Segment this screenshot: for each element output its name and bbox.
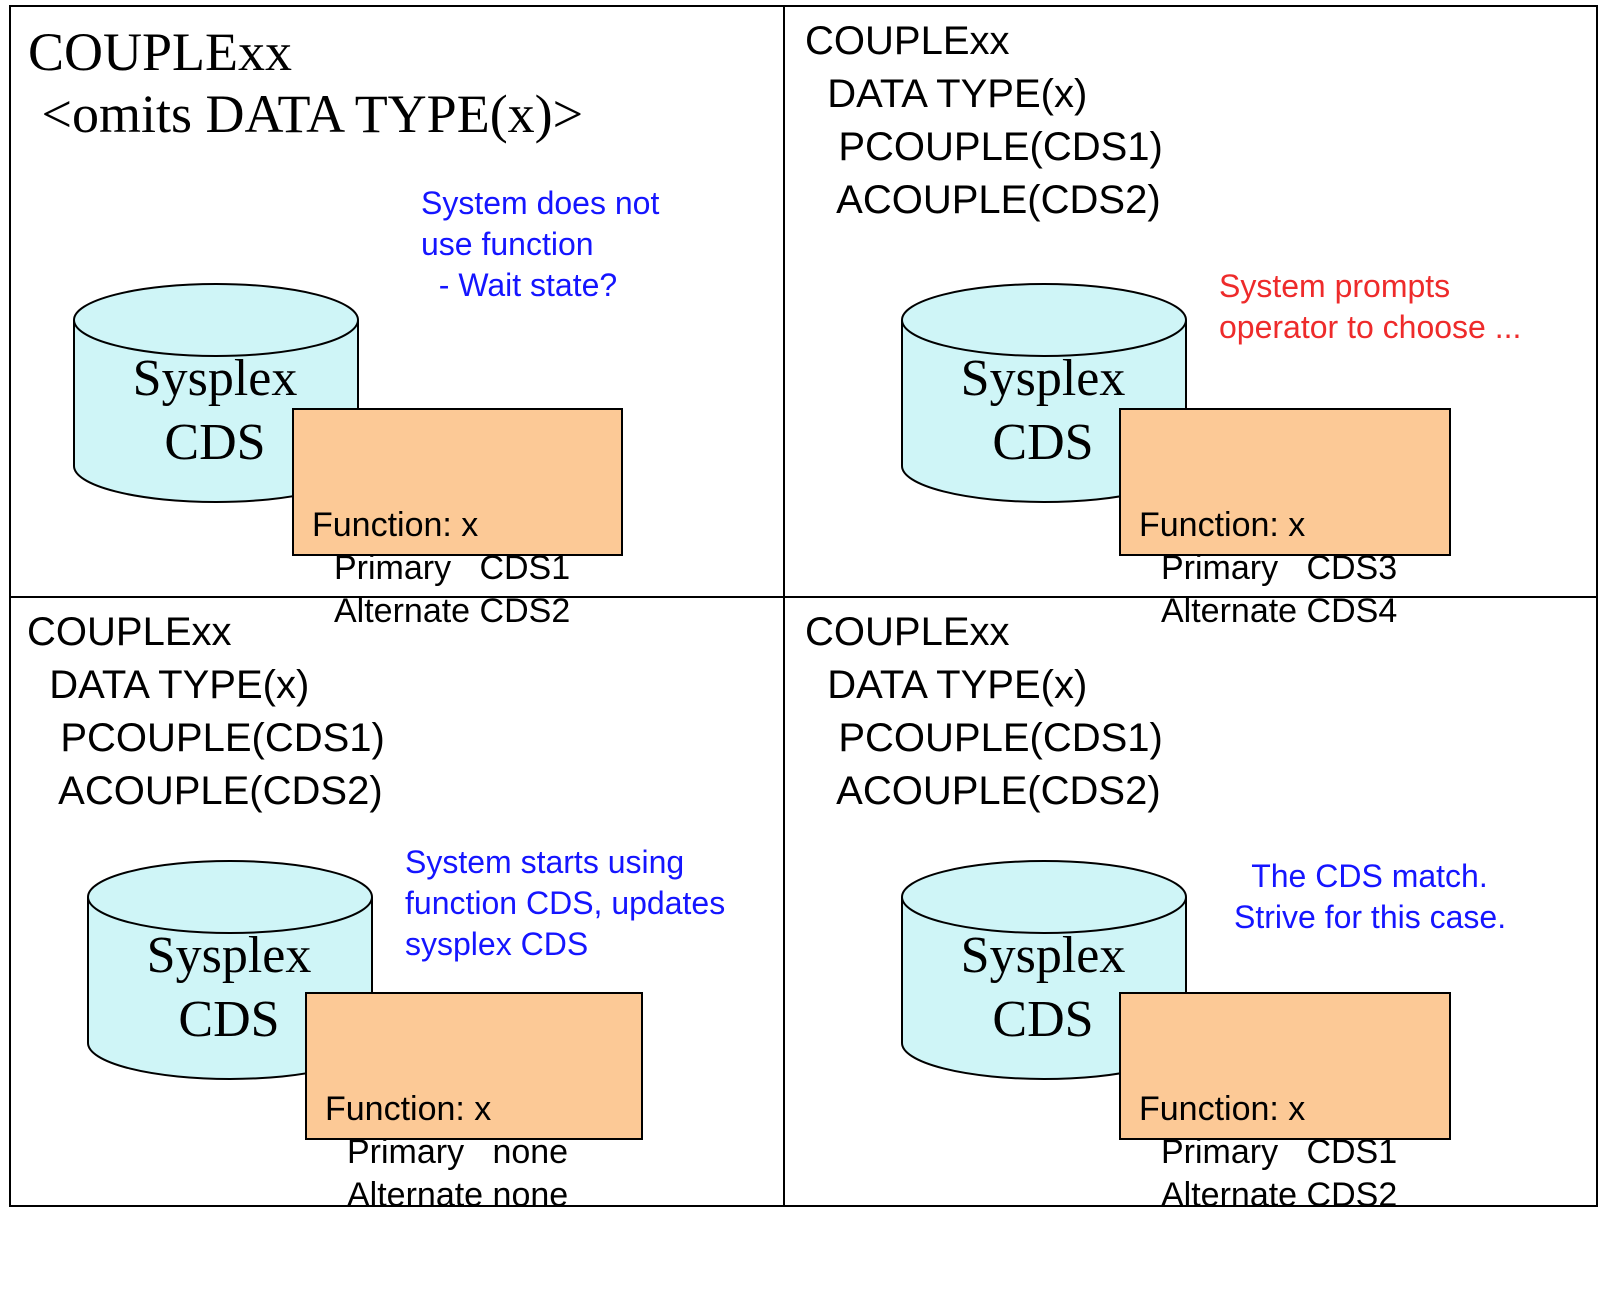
function-label: Function: x <box>1139 506 1306 544</box>
note-line: System prompts <box>1219 268 1451 304</box>
cylinder-icon <box>87 860 373 1080</box>
primary-label: Primary CDS1 <box>1161 1133 1398 1171</box>
alternate-label: Alternate CDS2 <box>334 592 571 630</box>
alternate-label: Alternate CDS4 <box>1161 592 1398 630</box>
couplexx-config-text: COUPLExx <omits DATA TYPE(x)> <box>28 21 583 145</box>
config-line: COUPLExx <box>27 610 232 654</box>
outcome-note: System prompts operator to choose ... <box>1219 266 1521 348</box>
quadrant-bottom-right: COUPLExx DATA TYPE(x) PCOUPLE(CDS1) ACOU… <box>785 598 1596 1214</box>
couplexx-config-text: COUPLExx DATA TYPE(x) PCOUPLE(CDS1) ACOU… <box>27 606 385 818</box>
outcome-note: System does not use function - Wait stat… <box>421 183 659 306</box>
note-line: use function <box>421 226 594 262</box>
alternate-label: Alternate CDS2 <box>1161 1176 1398 1214</box>
vertical-divider <box>783 5 785 1207</box>
quadrant-top-left: COUPLExx <omits DATA TYPE(x)> System doe… <box>11 7 785 630</box>
note-line: System starts using <box>405 844 685 880</box>
primary-label: Primary CDS1 <box>334 549 571 587</box>
cylinder-icon <box>73 283 359 503</box>
cylinder-icon <box>901 860 1187 1080</box>
horizontal-divider <box>9 596 1598 598</box>
config-line: COUPLExx <box>28 22 293 82</box>
config-line: PCOUPLE(CDS1) <box>27 716 385 760</box>
config-line: COUPLExx <box>805 610 1010 654</box>
config-line: DATA TYPE(x) <box>805 72 1088 116</box>
config-line: PCOUPLE(CDS1) <box>805 125 1163 169</box>
function-label: Function: x <box>312 506 479 544</box>
outer-frame <box>9 5 1598 1207</box>
note-line: System does not <box>421 185 660 221</box>
config-line: ACOUPLE(CDS2) <box>27 769 383 813</box>
quadrant-bottom-left: COUPLExx DATA TYPE(x) PCOUPLE(CDS1) ACOU… <box>11 598 785 1214</box>
config-line: COUPLExx <box>805 19 1010 63</box>
config-line: ACOUPLE(CDS2) <box>805 769 1161 813</box>
couplexx-config-text: COUPLExx DATA TYPE(x) PCOUPLE(CDS1) ACOU… <box>805 15 1163 227</box>
function-label: Function: x <box>325 1090 492 1128</box>
note-line: operator to choose ... <box>1219 309 1522 345</box>
config-line: ACOUPLE(CDS2) <box>805 178 1161 222</box>
note-line: function CDS, updates <box>405 885 726 921</box>
primary-label: Primary CDS3 <box>1161 549 1398 587</box>
cylinder-icon <box>901 283 1187 503</box>
note-line: Strive for this case. <box>1234 899 1507 935</box>
outcome-note: System starts using function CDS, update… <box>405 842 725 965</box>
quadrant-top-right: COUPLExx DATA TYPE(x) PCOUPLE(CDS1) ACOU… <box>785 7 1596 630</box>
note-line: The CDS match. <box>1234 858 1488 894</box>
function-label: Function: x <box>1139 1090 1306 1128</box>
config-line: <omits DATA TYPE(x)> <box>28 84 584 144</box>
config-line: PCOUPLE(CDS1) <box>805 716 1163 760</box>
alternate-label: Alternate none <box>347 1176 569 1214</box>
note-line: sysplex CDS <box>405 926 589 962</box>
outcome-note: The CDS match. Strive for this case. <box>1234 856 1506 938</box>
couplexx-config-text: COUPLExx DATA TYPE(x) PCOUPLE(CDS1) ACOU… <box>805 606 1163 818</box>
config-line: DATA TYPE(x) <box>27 663 310 707</box>
note-line: - Wait state? <box>421 267 618 303</box>
primary-label: Primary none <box>347 1133 569 1171</box>
config-line: DATA TYPE(x) <box>805 663 1088 707</box>
